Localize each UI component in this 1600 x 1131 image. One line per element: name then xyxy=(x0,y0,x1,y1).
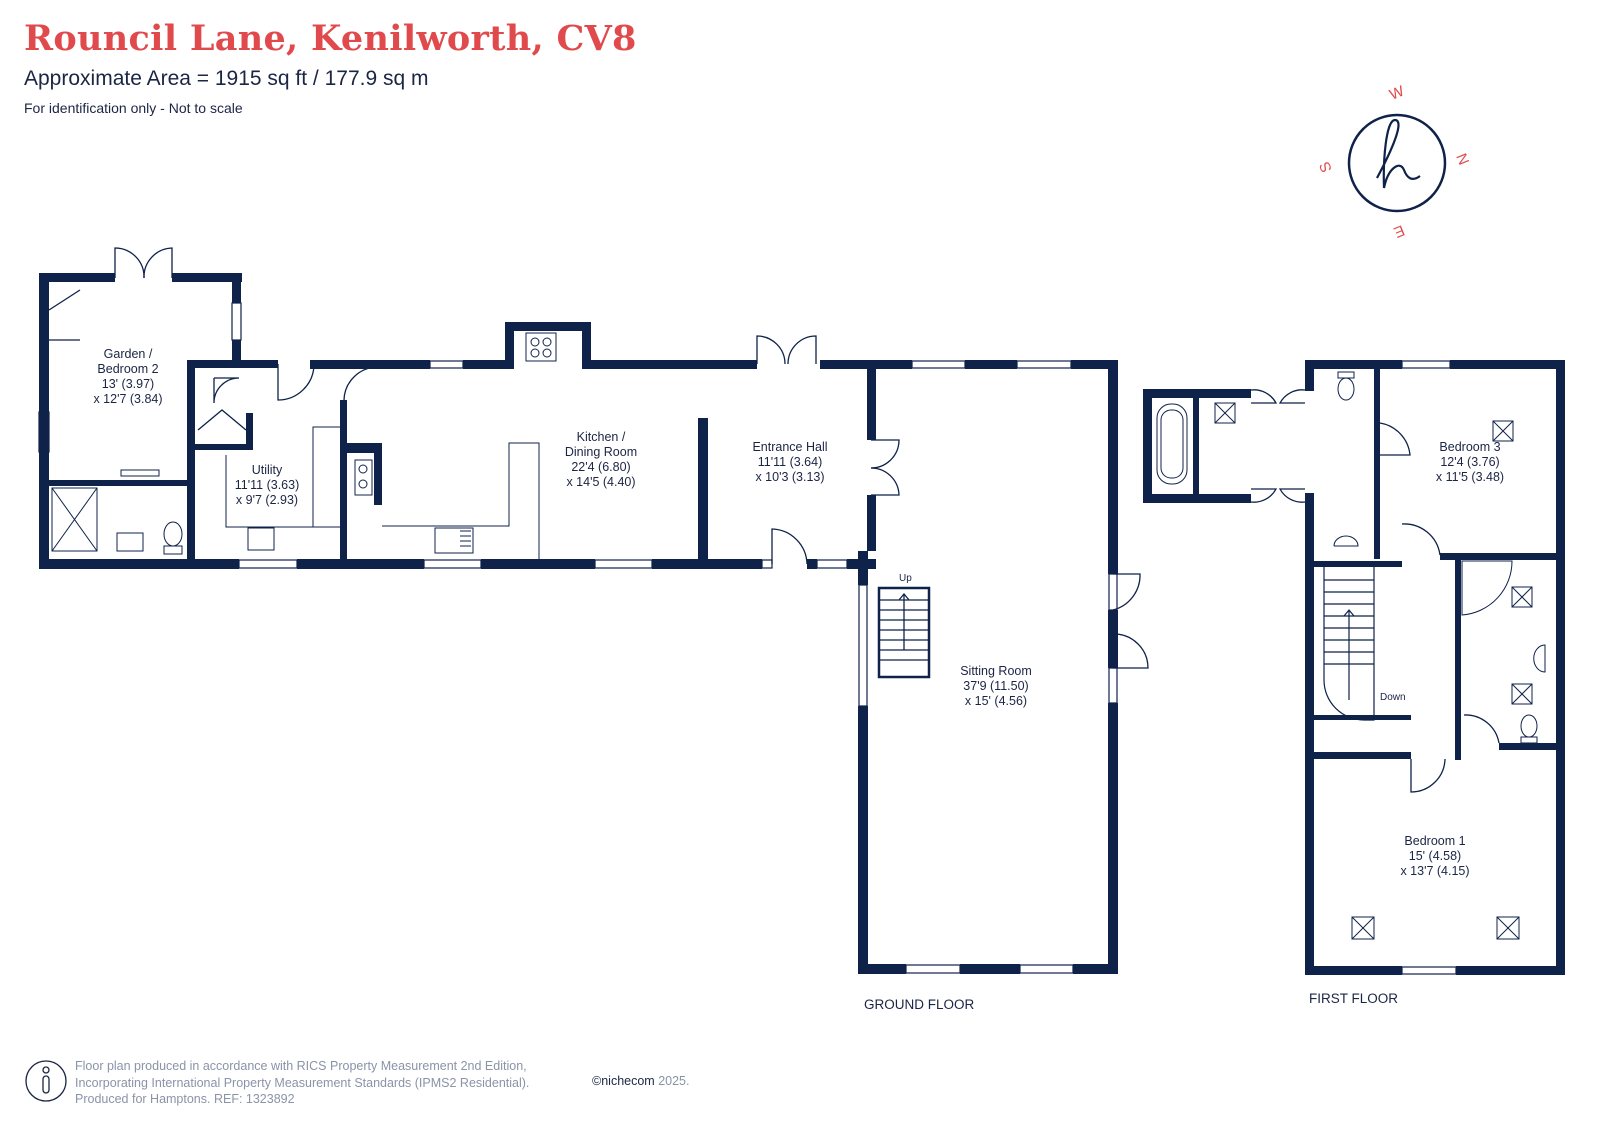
svg-text:13' (3.97): 13' (3.97) xyxy=(102,377,154,391)
stairs-down-label: Down xyxy=(1380,692,1406,703)
plan-title: Rouncil Lane, Kenilworth, CV8 xyxy=(24,18,637,59)
svg-text:Dining Room: Dining Room xyxy=(565,445,637,459)
svg-text:x 14'5 (4.40): x 14'5 (4.40) xyxy=(566,475,635,489)
ground-floor-windows xyxy=(38,302,1118,974)
stairs-up-label: Up xyxy=(899,573,912,584)
first-floor-windows xyxy=(1305,360,1565,975)
svg-text:Bedroom 3: Bedroom 3 xyxy=(1439,440,1500,454)
svg-text:x 13'7 (4.15): x 13'7 (4.15) xyxy=(1400,864,1469,878)
compass-north: N xyxy=(1452,151,1472,167)
svg-text:Bedroom 2: Bedroom 2 xyxy=(97,362,158,376)
room-entrance-hall: Entrance Hall 11'11 (3.64) x 10'3 (3.13) xyxy=(752,440,827,484)
compass-icon: W N S E xyxy=(1316,82,1472,240)
room-bedroom1: Bedroom 1 15' (4.58) x 13'7 (4.15) xyxy=(1400,834,1469,878)
stairs-up xyxy=(877,586,931,679)
credit: ©nichecom 2025. xyxy=(592,1074,689,1088)
room-sitting-room: Sitting Room 37'9 (11.50) x 15' (4.56) xyxy=(960,664,1032,708)
svg-text:x 11'5 (3.48): x 11'5 (3.48) xyxy=(1436,470,1504,484)
ground-floor-walls xyxy=(39,273,1118,974)
room-utility: Utility 11'11 (3.63) x 9'7 (2.93) xyxy=(235,463,299,507)
compass-south: S xyxy=(1316,159,1336,175)
approximate-area: Approximate Area = 1915 sq ft / 177.9 sq… xyxy=(24,67,429,90)
kitchen-fixtures xyxy=(51,332,557,559)
svg-text:x 9'7 (2.93): x 9'7 (2.93) xyxy=(236,493,298,507)
svg-text:15' (4.58): 15' (4.58) xyxy=(1409,849,1461,863)
svg-text:11'11 (3.64): 11'11 (3.64) xyxy=(758,455,822,469)
footer-line-1: Floor plan produced in accordance with R… xyxy=(75,1059,527,1073)
room-garden-bedroom2: Garden / Bedroom 2 13' (3.97) x 12'7 (3.… xyxy=(93,347,162,406)
svg-text:22'4 (6.80): 22'4 (6.80) xyxy=(571,460,630,474)
svg-text:Entrance Hall: Entrance Hall xyxy=(752,440,827,454)
svg-text:Garden /: Garden / xyxy=(104,347,153,361)
footer-line-3: Produced for Hamptons. REF: 1323892 xyxy=(75,1092,295,1106)
ground-floor-label: GROUND FLOOR xyxy=(864,997,975,1012)
svg-text:x 15' (4.56): x 15' (4.56) xyxy=(965,694,1027,708)
svg-text:11'11 (3.63): 11'11 (3.63) xyxy=(235,478,299,492)
svg-text:37'9 (11.50): 37'9 (11.50) xyxy=(963,679,1028,693)
first-floor-walls xyxy=(1143,360,1565,975)
svg-text:12'4 (3.76): 12'4 (3.76) xyxy=(1440,455,1499,469)
compass-west: W xyxy=(1387,82,1407,103)
svg-text:Kitchen /: Kitchen / xyxy=(577,430,626,444)
svg-text:x 10'3 (3.13): x 10'3 (3.13) xyxy=(755,470,824,484)
footer-text: Floor plan produced in accordance with R… xyxy=(75,1058,529,1108)
info-icon xyxy=(25,1060,67,1102)
stairs-down xyxy=(1323,567,1375,721)
scale-note: For identification only - Not to scale xyxy=(24,100,243,116)
footer-line-2: Incorporating International Property Mea… xyxy=(75,1075,530,1090)
credit-year: 2025. xyxy=(658,1074,690,1088)
room-kitchen-dining: Kitchen / Dining Room 22'4 (6.80) x 14'5… xyxy=(565,430,637,489)
first-floor-fixtures xyxy=(1156,371,1546,940)
first-floor-doors xyxy=(1250,389,1500,793)
svg-text:x 12'7 (3.84): x 12'7 (3.84) xyxy=(93,392,162,406)
brand-logo: ©nichecom xyxy=(592,1074,655,1088)
svg-text:Sitting Room: Sitting Room xyxy=(960,664,1032,678)
svg-text:Utility: Utility xyxy=(252,463,283,477)
ground-floor-doors xyxy=(48,247,1149,669)
compass-east: E xyxy=(1391,221,1407,241)
room-bedroom3: Bedroom 3 12'4 (3.76) x 11'5 (3.48) xyxy=(1436,440,1504,484)
first-floor-label: FIRST FLOOR xyxy=(1309,991,1398,1006)
svg-text:Bedroom 1: Bedroom 1 xyxy=(1404,834,1465,848)
